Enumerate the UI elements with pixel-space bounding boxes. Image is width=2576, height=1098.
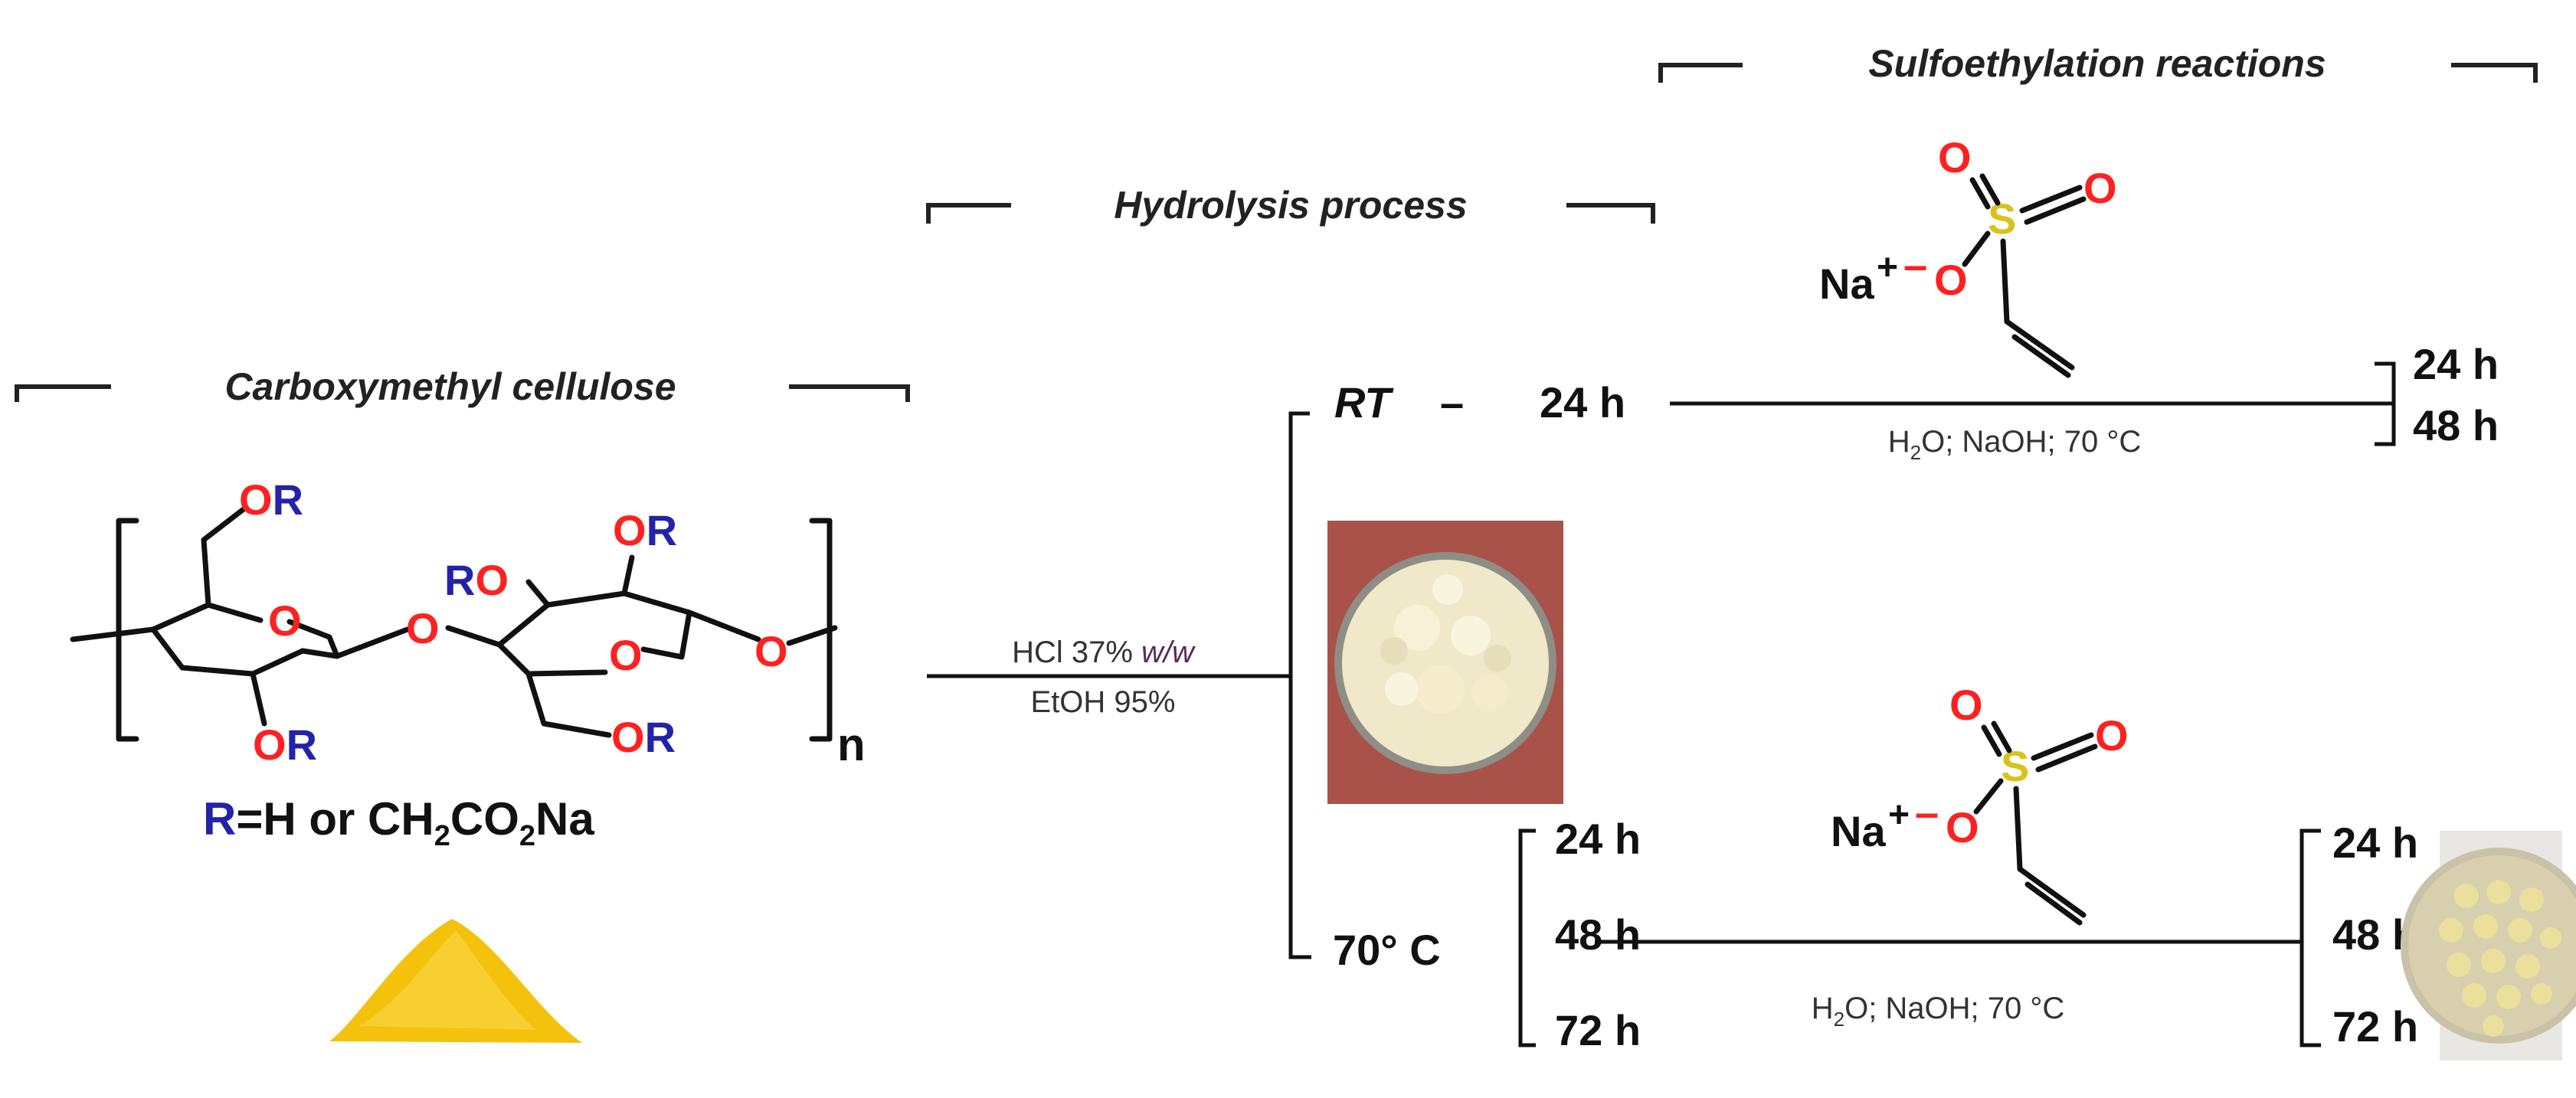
sulfo-hot-bracket — [2299, 828, 2321, 1047]
sulfoethylated-product-photo — [2401, 831, 2576, 1060]
hydrolysis-step: HCl 37% w/w EtOH 95% RT – 24 h 70° C 24 … — [927, 378, 1641, 1054]
hydrolysis-header: Hydrolysis process — [926, 184, 1655, 227]
repeat-index: n — [837, 719, 866, 770]
s-o-double-bond-2 — [2031, 732, 2098, 773]
hot-time-3: 72 h — [1555, 1006, 1641, 1054]
hot-times-bracket — [1518, 828, 1536, 1047]
ring1-or-c6: OR — [239, 475, 303, 524]
sulfo-hot-conditions: H2O; NaOH; 70 °C — [1812, 992, 2065, 1031]
cmc-header-bracket-left — [15, 384, 111, 402]
s-o-double-bond-2 — [2019, 185, 2087, 225]
s-o-double-bond-1 — [1981, 721, 2012, 757]
sulfonate-oxygen-1: O — [1946, 803, 1979, 851]
ring1-c2-bond — [250, 671, 267, 727]
sulfo-hot-time-3: 72 h — [2332, 1002, 2418, 1051]
vinyl-double-bond — [2004, 319, 2075, 378]
sulfonate-oxygen-1: O — [1934, 256, 1968, 304]
chain-end-bond — [786, 625, 838, 646]
o-s-bond — [1962, 230, 1991, 267]
ring2-or-c2: OR — [613, 506, 677, 554]
sodium-cation: Na — [1831, 807, 1886, 855]
s-o-double-bond-1 — [1969, 173, 2001, 210]
rt-label: RT — [1334, 378, 1394, 426]
sulfur-atom: S — [1988, 194, 2016, 243]
ring1-oxygen: O — [268, 596, 302, 645]
cmc-header-bracket-right — [789, 384, 910, 402]
ring1-bottom-bonds — [150, 626, 306, 677]
vinyl-double-bond — [2017, 866, 2087, 926]
hydrolysis-branch-bracket — [1288, 411, 1311, 959]
ring1-top-bonds — [70, 602, 263, 642]
ring2-oxygen: O — [609, 631, 643, 679]
sulfo-header-label: Sulfoethylation reactions — [1868, 42, 2326, 85]
hot-time-2: 48 h — [1555, 910, 1641, 959]
anomeric-bond — [686, 609, 761, 642]
cmc-header-label: Carboxymethyl cellulose — [224, 365, 676, 408]
vinylsulfonate-reagent-rt: Na + – O S O O — [1819, 133, 2117, 378]
cmc-header: Carboxymethyl cellulose — [15, 365, 910, 408]
glycosidic-bond-left — [334, 626, 411, 659]
hydrolysis-header-label: Hydrolysis process — [1114, 184, 1467, 227]
sulfo-rt-time-1: 24 h — [2413, 340, 2499, 388]
hydrolysis-header-bracket-right — [1566, 203, 1655, 224]
sulfo-hot-step: H2O; NaOH; 70 °C Na + – O S O O 24 h 48 … — [1595, 681, 2576, 1060]
hydrolysis-reagent-2: EtOH 95% — [1031, 685, 1176, 719]
anion-charge: – — [1903, 240, 1927, 289]
sulfonate-oxygen-2: O — [1949, 681, 1983, 729]
sulfo-rt-step: H2O; NaOH; 70 °C Na + – O S O O 24 h 48 … — [1670, 133, 2499, 464]
ring2-or-c6: OR — [611, 713, 676, 761]
hot-time-1: 24 h — [1555, 815, 1641, 863]
sulfo-header-bracket-right — [2451, 63, 2538, 83]
ring1-or-c2: OR — [253, 721, 317, 769]
sulfo-header: Sulfoethylation reactions — [1658, 42, 2538, 85]
cation-charge: + — [1877, 247, 1898, 288]
cation-charge: + — [1888, 795, 1910, 835]
sulfonate-oxygen-2: O — [1938, 133, 1972, 181]
cmc-powder-image — [329, 919, 582, 1043]
hot-label: 70° C — [1333, 926, 1441, 974]
ring2-c2-bond — [621, 554, 635, 596]
ring2-bottom-bonds — [496, 642, 608, 677]
ring2-ro-c3: RO — [444, 556, 509, 604]
terminal-oxygen: O — [754, 627, 788, 675]
cmc-structure: n OR O OR O RO OR O O OR R=H or CH2CO2Na — [70, 475, 866, 1043]
hydrolysis-header-bracket-left — [926, 203, 1011, 224]
sulfo-hot-time-1: 24 h — [2332, 819, 2418, 867]
ring1-right-bonds — [286, 619, 340, 659]
sulfo-rt-time-2: 48 h — [2413, 401, 2499, 449]
anion-charge: – — [1915, 788, 1939, 836]
s-c-bond — [2000, 238, 2010, 325]
sulfonate-oxygen-3: O — [2083, 164, 2117, 212]
sulfur-atom: S — [2001, 742, 2029, 790]
ring2-c6-bonds — [525, 671, 612, 738]
vinylsulfonate-reagent-hot: Na + – O S O O — [1831, 681, 2129, 926]
sodium-cation: Na — [1819, 260, 1874, 308]
ring2-right-bonds — [640, 609, 692, 660]
hydrolysis-reagent-1: HCl 37% w/w — [1012, 636, 1196, 669]
sulfo-rt-conditions: H2O; NaOH; 70 °C — [1888, 425, 2142, 464]
rt-time: 24 h — [1540, 378, 1625, 426]
glycosidic-oxygen: O — [406, 604, 440, 652]
sulfo-header-bracket-left — [1658, 63, 1743, 83]
o-s-bond — [1973, 778, 2004, 815]
hydrolyzed-product-photo — [1327, 521, 1563, 804]
s-c-bond — [2013, 786, 2023, 872]
ring1-c6-bonds — [201, 506, 247, 608]
sulfonate-oxygen-3: O — [2095, 711, 2129, 760]
ring2-c3-bond — [525, 579, 551, 608]
r-definition: R=H or CH2CO2Na — [203, 793, 594, 852]
polymer-bracket-left — [116, 518, 139, 742]
rt-dash: – — [1440, 378, 1464, 426]
